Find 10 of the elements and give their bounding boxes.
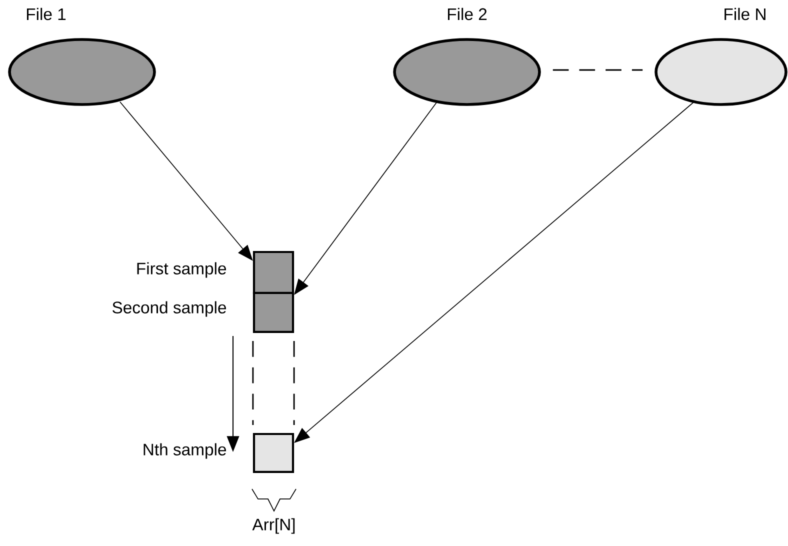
node-title: File 1 bbox=[26, 8, 66, 20]
sample-label: Nth sample bbox=[144, 443, 226, 459]
dashed-line bbox=[252, 341, 254, 425]
sample-label: Second sample bbox=[112, 301, 226, 317]
node-title: File N bbox=[724, 8, 766, 20]
array-label: Arr[N] bbox=[252, 518, 295, 534]
node-title: File 2 bbox=[448, 8, 487, 20]
dashed-line bbox=[552, 69, 643, 71]
dashed-line bbox=[293, 341, 295, 425]
sample-label: First sample bbox=[137, 262, 226, 278]
